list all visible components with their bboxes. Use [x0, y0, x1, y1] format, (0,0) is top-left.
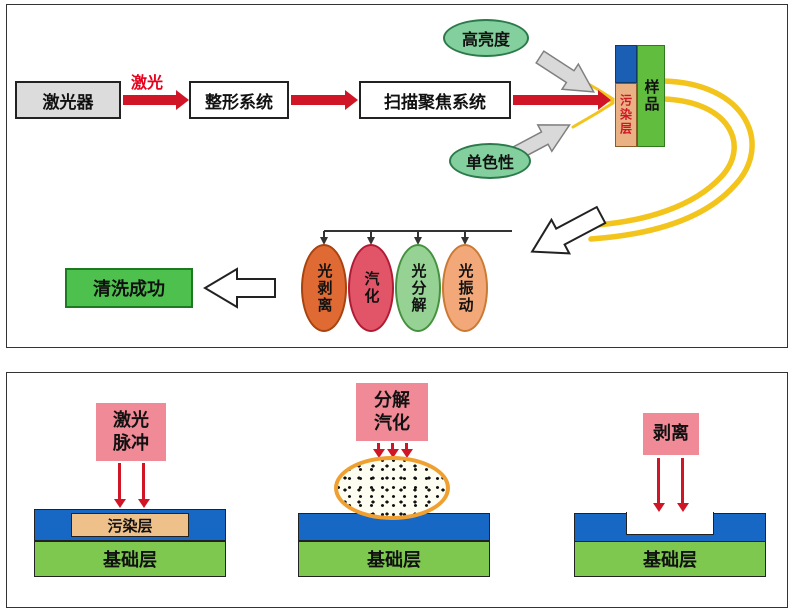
to-mechanisms-arrow-icon [530, 205, 607, 255]
cleaning-success-box: 清洗成功 [65, 268, 193, 308]
stage2-decomposition-box: 分解 汽化 [356, 383, 428, 441]
mechanism-photodecomposition: 光分解 [395, 244, 441, 332]
to-success-arrow-icon [203, 267, 276, 309]
mechanisms-bracket [320, 230, 512, 245]
stage2-arrow-3 [405, 443, 408, 449]
stage3-arrow-right [681, 458, 684, 503]
sample-body: 样品 [637, 45, 665, 147]
stage2-vapor-bubble [334, 456, 450, 520]
flow-arrow-2 [291, 95, 345, 105]
stage1-contamination-layer: 污染层 [71, 513, 189, 537]
mechanism-photovibration: 光振动 [442, 244, 488, 332]
scanning-focus-system-label: 扫描聚焦系统 [384, 92, 486, 112]
stage3-label: 剥离 [653, 423, 689, 444]
brightness-label: 高亮度 [461, 32, 510, 49]
stage3-base-layer: 基础层 [574, 541, 766, 577]
stage1-contamination-label: 污染层 [107, 517, 153, 535]
stage2-arrow-2 [391, 443, 394, 449]
stage1-laser-pulse-box: 激光 脉冲 [96, 403, 166, 461]
mechanism-optical-stripping: 光剥离 [301, 244, 347, 332]
flow-diagram-panel: 激光器 激光 整形系统 扫描聚焦系统 高亮度 单色性 污染层 样品 光剥离 [6, 4, 788, 348]
mechanism-label: 汽化 [362, 271, 380, 305]
stage3-base-label: 基础层 [643, 550, 697, 570]
stage1-arrow-left [118, 463, 121, 499]
stage3-arrow-left [657, 458, 660, 503]
scanning-focus-system-box: 扫描聚焦系统 [359, 81, 511, 119]
shaping-system-box: 整形系统 [189, 81, 289, 119]
mechanism-label: 光剥离 [315, 262, 333, 314]
stage1-base-layer: 基础层 [34, 541, 226, 577]
shaping-system-label: 整形系统 [205, 92, 273, 112]
stages-panel: 激光 脉冲 污染层 基础层 分解 汽化 基础层 剥离 基础层 [6, 372, 788, 608]
stage3-removed-notch [626, 512, 714, 535]
mechanism-vaporization: 汽化 [348, 244, 394, 332]
laser-source-box: 激光器 [15, 81, 121, 119]
stage3-stripping-box: 剥离 [643, 413, 699, 455]
sample-contamination-layer: 污染层 [615, 83, 637, 147]
stage1-base-label: 基础层 [103, 550, 157, 570]
monochromaticity-ellipse: 单色性 [449, 143, 531, 179]
cleaning-success-label: 清洗成功 [93, 279, 165, 299]
stage2-base-layer: 基础层 [298, 541, 490, 577]
mechanism-label: 光分解 [409, 262, 427, 314]
beam-label: 激光 [131, 75, 164, 92]
stage2-arrow-1 [377, 443, 380, 449]
stage1-arrow-right [142, 463, 145, 499]
stage2-label: 分解 汽化 [374, 389, 410, 433]
stage1-label: 激光 脉冲 [113, 409, 149, 453]
sample-label: 样品 [642, 79, 660, 113]
stage2-base-label: 基础层 [367, 550, 421, 570]
flow-arrow-1 [123, 95, 176, 105]
mechanism-label: 光振动 [456, 262, 474, 314]
monochromaticity-label: 单色性 [465, 155, 514, 172]
brightness-ellipse: 高亮度 [443, 19, 529, 57]
flow-arrow-3 [513, 95, 598, 105]
sample-contamination-label: 污染层 [618, 94, 633, 136]
sample-blue-layer [615, 45, 637, 83]
laser-source-label: 激光器 [42, 92, 94, 112]
